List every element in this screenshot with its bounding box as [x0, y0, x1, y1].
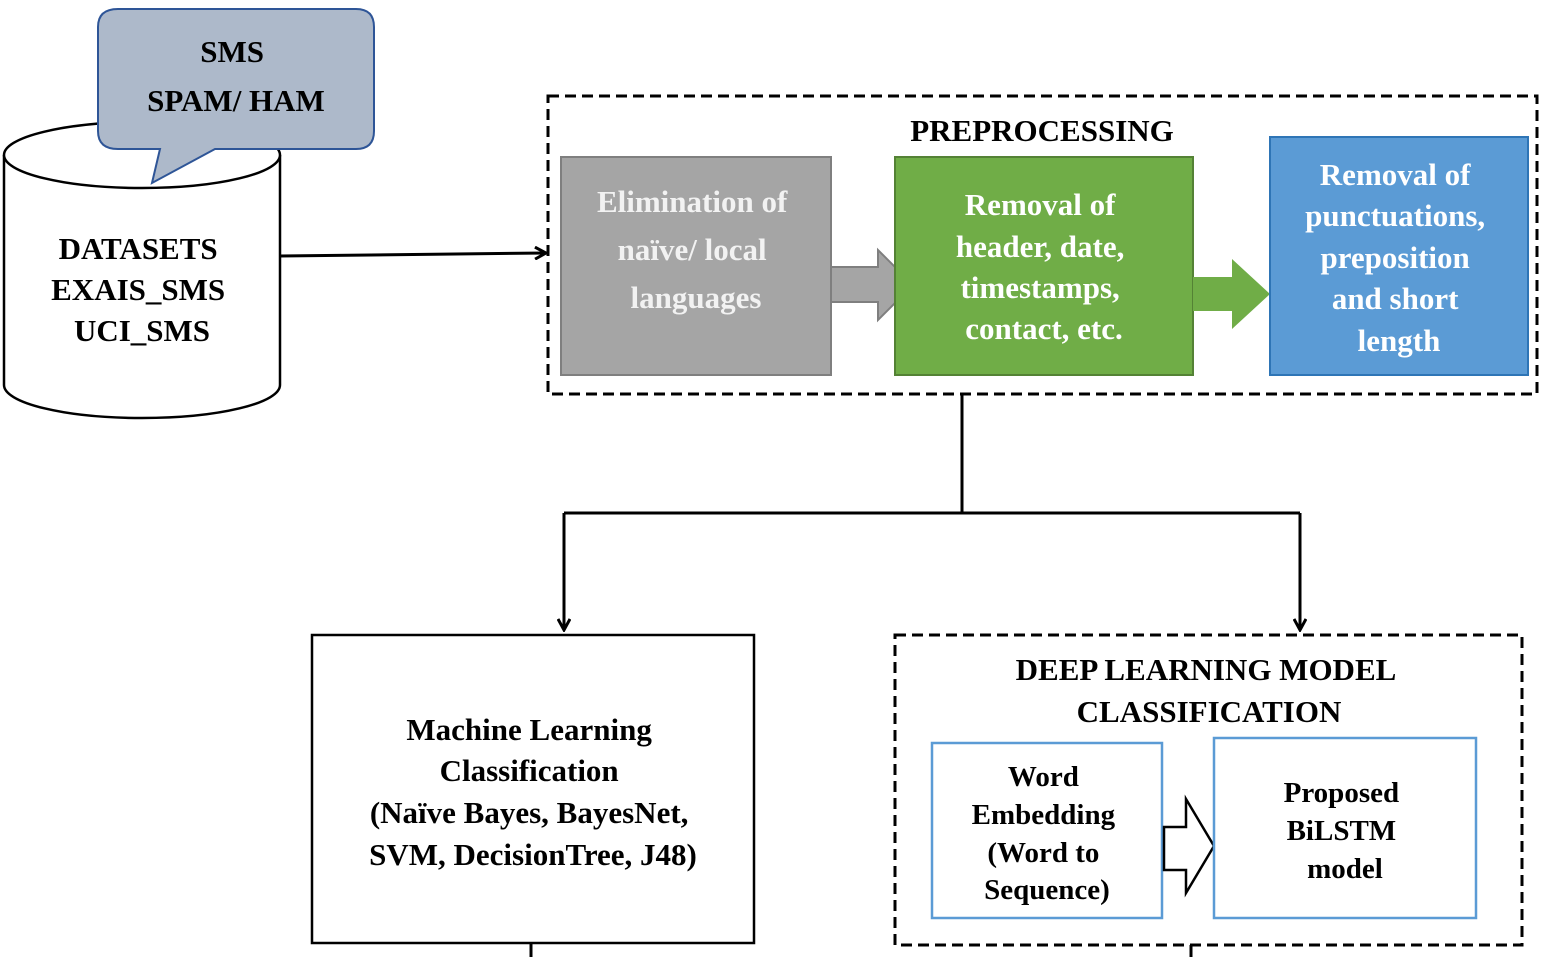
datasets-label: DATASETS EXAIS_SMS UCI_SMS: [51, 231, 233, 348]
word-embedding-box: [930, 741, 1164, 920]
datasets-cylinder: [2, 120, 282, 420]
bilstm-box: [1212, 736, 1478, 920]
speech-bubble-text: SMS SPAM/ HAM: [147, 34, 325, 118]
bilstm-text: Proposed BiLSTM model: [1284, 777, 1407, 885]
step-removal-header-text: Removal of header, date, timestamps, con…: [956, 187, 1132, 346]
step-removal-punctuation-box: [1269, 136, 1529, 376]
branch-connector: [564, 394, 1300, 630]
word-embedding-text: Word Embedding (Word to Sequence): [972, 761, 1123, 906]
step-elimination-text: Elimination of naïve/ local languages: [597, 184, 795, 315]
preprocessing-container: [546, 94, 1539, 396]
datasets-to-preprocessing-arrow: [279, 253, 546, 256]
step-removal-header-box: [894, 156, 1194, 376]
step-elimination-box: [560, 156, 832, 376]
speech-bubble: [97, 8, 375, 185]
step-removal-punctuation-text: Removal of punctuations, preposition and…: [1305, 157, 1493, 358]
deep-learning-title: DEEP LEARNING MODEL CLASSIFICATION: [1016, 652, 1403, 729]
ml-classification-text: Machine Learning Classification (Naïve B…: [369, 712, 697, 872]
deep-learning-container: [893, 633, 1524, 947]
hollow-block-arrow: [1162, 794, 1216, 898]
preprocessing-title: PREPROCESSING: [910, 113, 1174, 148]
ml-classification-box: [310, 633, 756, 945]
green-block-arrow: [1193, 259, 1270, 329]
